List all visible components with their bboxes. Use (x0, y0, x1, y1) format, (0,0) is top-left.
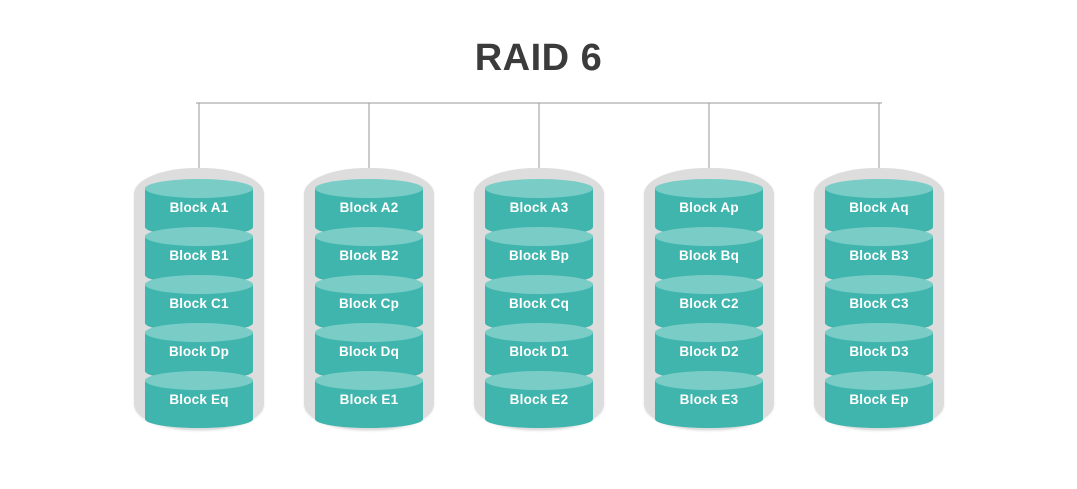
block-label: Block Bp (508, 248, 570, 263)
block-cylinder-top (485, 371, 593, 390)
block-stack: Block Ap Block Bq Block C2 Block D2 Block E3 (655, 179, 763, 428)
disk-block[interactable]: Block Ap (655, 179, 763, 236)
disk-block[interactable]: Block E1 (315, 371, 423, 428)
page-title: RAID 6 (474, 37, 603, 79)
block-label: Block Eq (169, 392, 229, 407)
block-label: Block D3 (849, 344, 909, 359)
block-cylinder-top (825, 323, 933, 342)
block-cylinder-top (145, 275, 253, 294)
block-label: Block Ap (679, 200, 739, 215)
block-cylinder-top (825, 275, 933, 294)
block-cylinder-top (485, 227, 593, 246)
block-label: Block C3 (849, 296, 909, 311)
block-label: Block Dp (168, 344, 230, 359)
block-label: Block C2 (679, 296, 739, 311)
disk-block[interactable]: Block E3 (655, 371, 763, 428)
block-label: Block A1 (169, 200, 229, 215)
block-cylinder-body (655, 380, 763, 428)
block-cylinder-top (315, 371, 423, 390)
block-label: Block Dq (338, 344, 400, 359)
block-label: Block D1 (509, 344, 569, 359)
block-label: Block A2 (339, 200, 399, 215)
block-cylinder-top (655, 323, 763, 342)
block-cylinder-top (315, 323, 423, 342)
block-label: Block C1 (169, 296, 229, 311)
block-cylinder-top (485, 323, 593, 342)
block-cylinder-top (315, 275, 423, 294)
disk-block[interactable]: Block Ep (825, 371, 933, 428)
block-label: Block Ep (849, 392, 909, 407)
disk-block[interactable]: Block E2 (485, 371, 593, 428)
block-cylinder-top (655, 275, 763, 294)
block-label: Block B2 (339, 248, 399, 263)
disk-block[interactable]: Block Cq (485, 275, 593, 332)
disk-block[interactable]: Block D1 (485, 323, 593, 380)
block-cylinder-top (655, 227, 763, 246)
block-label: Block E1 (339, 392, 399, 407)
block-label: Block B1 (169, 248, 229, 263)
block-label: Block B3 (849, 248, 909, 263)
block-label: Block E2 (509, 392, 569, 407)
block-cylinder-top (145, 323, 253, 342)
block-label: Block Aq (849, 200, 909, 215)
block-label: Block Cp (338, 296, 400, 311)
disk-block[interactable]: Block Bq (655, 227, 763, 284)
block-label: Block Cq (508, 296, 570, 311)
block-cylinder-top (825, 227, 933, 246)
block-cylinder-top (655, 371, 763, 390)
block-cylinder-top (485, 275, 593, 294)
block-label: Block Bq (678, 248, 740, 263)
block-label: Block A3 (509, 200, 569, 215)
disk-block[interactable]: Block Eq (145, 371, 253, 428)
block-cylinder-top (145, 227, 253, 246)
block-cylinder-top (825, 371, 933, 390)
block-stack: Block Aq Block B3 Block C3 Block D3 Block Ep (825, 179, 933, 428)
block-stack: Block A2 Block B2 Block Cp Block Dq Block E1 (315, 179, 423, 428)
block-stack: Block A3 Block Bp Block Cq Block D1 Block E2 (485, 179, 593, 428)
block-label: Block D2 (679, 344, 739, 359)
block-label: Block E3 (679, 392, 739, 407)
block-stack: Block A1 Block B1 Block C1 Block Dp Block Eq (145, 179, 253, 428)
block-cylinder-top (145, 371, 253, 390)
block-cylinder-top (315, 227, 423, 246)
